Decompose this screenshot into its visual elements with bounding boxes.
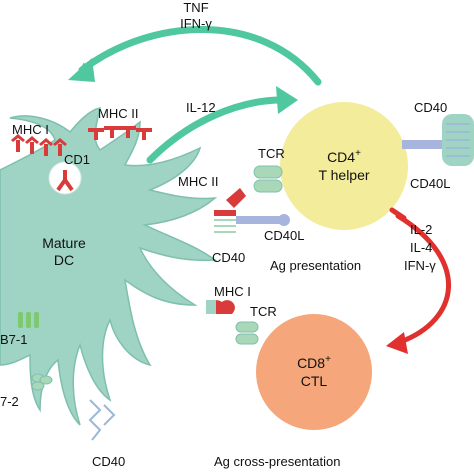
- cd8-label: CD8+: [297, 354, 331, 371]
- tcr-bottom-receptor: [235, 321, 259, 345]
- mhc2-mid-receptor: [214, 188, 246, 233]
- cd40-bottom-receptor: [88, 399, 116, 441]
- ag-presentation-label: Ag presentation: [270, 258, 361, 273]
- mhc1-dc-label: MHC I: [12, 122, 49, 137]
- mhc1-mid-label: MHC I: [214, 284, 251, 299]
- tnf-label: TNF: [183, 0, 208, 15]
- tcr-top-label: TCR: [258, 146, 285, 161]
- il12-label: IL-12: [186, 100, 216, 115]
- cd4-label: CD4+: [327, 148, 361, 165]
- il12-arrow: [146, 96, 286, 164]
- ifn-gamma-top-label: IFN-γ: [180, 16, 212, 31]
- mhc1-mid-receptor: [206, 300, 235, 314]
- cd8-ctl-cell: [256, 314, 372, 430]
- il2-label: IL-2: [410, 222, 432, 237]
- ifn-gamma-right-label: IFN-γ: [404, 258, 436, 273]
- ag-cross-presentation-label: Ag cross-presentation: [214, 454, 340, 469]
- tcr-bottom-label: TCR: [250, 304, 277, 319]
- cd40-right-label: CD40: [414, 100, 447, 115]
- tnf-ifn-arrow: [78, 26, 322, 86]
- mature-dc-label-line2: DC: [54, 252, 74, 268]
- cd40-cd40l-mid: [236, 214, 290, 226]
- b7-1-label: B7-1: [0, 332, 27, 347]
- il12-arrow-head: [276, 86, 298, 114]
- il-cytokine-tick: [389, 207, 407, 221]
- cd1-receptor: [48, 161, 82, 195]
- il-cytokine-arrow: [395, 213, 451, 345]
- t-helper-label: T helper: [318, 167, 369, 183]
- cd40l-right-label: CD40L: [410, 176, 450, 191]
- b7-2-receptor: [31, 373, 53, 391]
- tcr-top-receptor: [253, 165, 283, 193]
- mhc2-dc-label: MHC II: [98, 106, 138, 121]
- il-cytokine-arrow-head: [386, 332, 408, 354]
- mhc2-mid-label: MHC II: [178, 174, 218, 189]
- cd40l-mid-label: CD40L: [264, 228, 304, 243]
- b7-2-label: 7-2: [0, 394, 19, 409]
- tnf-ifn-arrow-head: [68, 58, 95, 82]
- ctl-label: CTL: [301, 373, 328, 389]
- mature-dc-label-line1: Mature: [42, 235, 86, 251]
- cd40-mid-label: CD40: [212, 250, 245, 265]
- cd40-right-receptor: [402, 114, 474, 166]
- b7-1-receptor: [18, 312, 39, 328]
- cd4-t-helper-cell: [280, 102, 408, 230]
- cd1-label: CD1: [64, 152, 90, 167]
- il4-label: IL-4: [410, 240, 432, 255]
- mhc1-receptors-dc: [11, 134, 67, 156]
- cd40-bottom-label: CD40: [92, 454, 125, 469]
- mhc2-receptors-dc: [88, 126, 152, 140]
